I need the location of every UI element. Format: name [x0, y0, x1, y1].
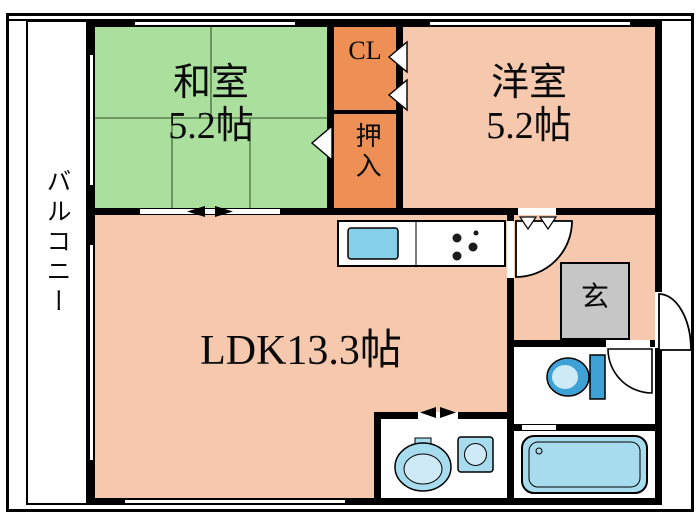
window-yoshitsu-top — [430, 20, 630, 27]
closet-oshiire — [334, 114, 396, 208]
door-gap-toilet — [606, 340, 650, 347]
door-triangles-washroom-slider — [420, 407, 456, 418]
door-gap-yoshitsu — [518, 208, 556, 215]
yoshitsu-label: 洋室 5.2帖 — [403, 62, 655, 147]
stove-burners-icon — [452, 230, 479, 261]
door-triangle-oshiire — [310, 124, 333, 162]
wall-main-horizontal — [88, 208, 662, 215]
kitchen-sink — [347, 227, 399, 260]
door-gap-corridor — [507, 221, 514, 278]
door-gap-bath — [522, 424, 556, 431]
door-arc-toilet — [607, 348, 653, 394]
wall-toilet-bath — [507, 424, 662, 431]
balcony-floor — [26, 20, 88, 505]
wall-closet-yoshitsu — [396, 20, 403, 215]
door-washitsu-ldk — [140, 208, 280, 215]
window-ldk-bottom — [125, 498, 345, 505]
bathtub-icon — [521, 435, 648, 494]
door-arc-corridor — [515, 220, 573, 278]
oshiire-label: 押入 — [352, 122, 382, 182]
washitsu-size: 5.2帖 — [168, 104, 254, 147]
cl-label: CL — [348, 36, 382, 65]
wall-washitsu-closet — [327, 20, 334, 215]
window-washitsu-top — [135, 20, 295, 27]
window-ldk-balcony — [88, 245, 95, 460]
outer-frame — [6, 13, 694, 512]
ldk-label: LDK13.3帖 — [200, 328, 402, 374]
washitsu-label: 和室 5.2帖 — [95, 62, 327, 147]
washitsu-name: 和室 — [172, 62, 249, 104]
kitchen-counter — [337, 220, 506, 267]
washing-machine-icon — [457, 436, 494, 473]
yoshitsu-name: 洋室 — [490, 62, 567, 104]
door-arc-entrance — [658, 293, 692, 351]
door-triangles-cl — [387, 40, 408, 112]
wall-right — [655, 20, 662, 505]
closet-cl — [334, 27, 396, 110]
door-triangles-washitsu-slider — [187, 206, 233, 217]
wall-ldk-corridor — [507, 215, 514, 505]
door-gap-washroom — [418, 412, 458, 419]
balcony-label: バルコニー — [43, 168, 70, 318]
wall-corridor-toilet — [507, 340, 662, 347]
genkan-area — [560, 262, 630, 340]
washbasin-icon — [394, 437, 452, 492]
tatami-grid — [95, 27, 327, 208]
wall-top — [88, 20, 662, 27]
window-washitsu-balcony — [88, 55, 95, 185]
toilet-icon — [546, 354, 606, 400]
wall-cl-oshiire-divider — [334, 110, 396, 114]
genkan-label: 玄 — [580, 282, 609, 313]
wall-washroom-left — [374, 412, 381, 505]
door-triangles-yoshitsu — [518, 216, 558, 231]
yoshitsu-size: 5.2帖 — [486, 104, 572, 147]
